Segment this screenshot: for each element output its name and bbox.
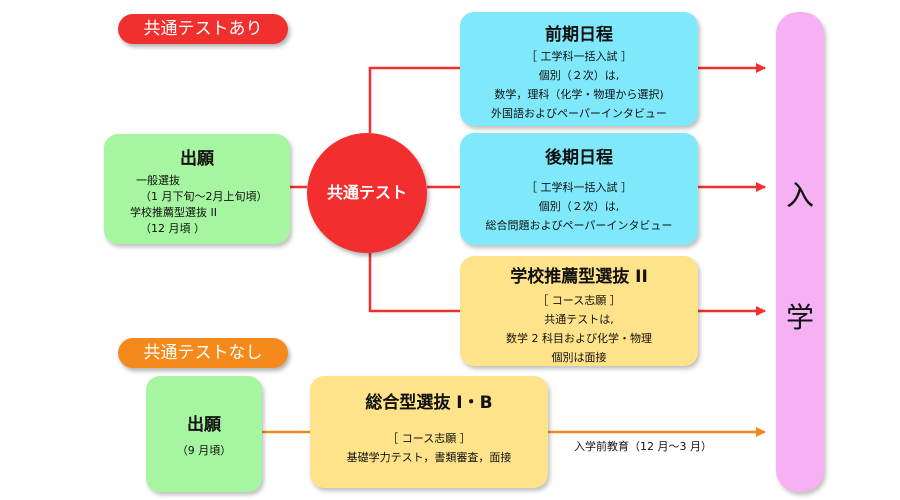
suisen-line: 共通テストは,: [544, 313, 614, 326]
zenki-line: 数学，理科（化学・物理から選択): [494, 88, 664, 101]
apply-node-2-line: （9 月頃）: [176, 444, 232, 457]
without-test-label: 共通テストなし: [118, 338, 288, 368]
apply-node-2: 出願 （9 月頃）: [146, 376, 262, 492]
common-test-node: 共通テスト: [307, 133, 427, 253]
suisen-body: ［ コース志願 ］ 共通テストは, 数学 2 科目および化学・物理 個別は面接: [460, 291, 698, 367]
edge-test-to-suisen: [368, 253, 460, 313]
entry-column: 入 学: [776, 12, 824, 492]
sougou-line: 基礎学力テスト，書類審査，面接: [346, 451, 512, 464]
apply-node-1-line: （12 月頃 ）: [140, 222, 205, 235]
kouki-line: 総合問題およびペーパーインタビュー: [485, 219, 673, 232]
kouki-node: 後期日程 ［ 工学科一括入試 ］ 個別（２次）は, 総合問題およびペーパーインタ…: [460, 133, 698, 245]
suisen-line: ［ コース志願 ］: [537, 294, 621, 307]
entry-char-2: 学: [785, 301, 814, 334]
apply-node-1-title: 出願: [180, 149, 214, 169]
sougou-body: ［ コース志願 ］ 基礎学力テスト，書類審査，面接: [310, 429, 548, 467]
edge-test-to-zenki: [368, 66, 460, 133]
apply-node-1-body: 一般選抜 （1 月下旬〜2月上旬頃） 学校推薦型選抜 II （12 月頃 ）: [104, 173, 290, 237]
suisen-line: 数学 2 科目および化学・物理: [506, 332, 652, 345]
apply-node-1-line: 一般選抜: [136, 174, 180, 187]
kouki-line: ［ 工学科一括入試 ］: [526, 181, 632, 194]
apply-node-1-line: 学校推薦型選抜 II: [130, 206, 217, 219]
suisen-node: 学校推薦型選抜 II ［ コース志願 ］ 共通テストは, 数学 2 科目および化…: [460, 256, 698, 366]
apply-node-1: 出願 一般選抜 （1 月下旬〜2月上旬頃） 学校推薦型選抜 II （12 月頃 …: [104, 134, 290, 244]
sougou-line: ［ コース志願 ］: [387, 432, 471, 445]
entry-char-1: 入: [785, 179, 814, 212]
kouki-line: 個別（２次）は,: [538, 200, 620, 213]
zenki-line: ［ 工学科一括入試 ］: [526, 50, 632, 63]
pre-education-label: 入学前教育（12 月〜3 月）: [574, 440, 712, 453]
zenki-node: 前期日程 ［ 工学科一括入試 ］ 個別（２次）は, 数学，理科（化学・物理から選…: [460, 12, 698, 126]
sougou-node: 総合型選抜 I・B ［ コース志願 ］ 基礎学力テスト，書類審査，面接: [310, 376, 548, 488]
suisen-title: 学校推薦型選抜 II: [510, 267, 648, 287]
kouki-title: 後期日程: [545, 148, 613, 168]
apply-node-1-line: （1 月下旬〜2月上旬頃）: [140, 190, 268, 203]
apply-node-2-title: 出願: [187, 415, 221, 435]
sougou-title: 総合型選抜 I・B: [365, 393, 493, 413]
zenki-line: 外国語およびペーパーインタビュー: [491, 107, 667, 120]
zenki-body: ［ 工学科一括入試 ］ 個別（２次）は, 数学，理科（化学・物理から選択) 外国…: [460, 47, 698, 123]
zenki-line: 個別（２次）は,: [538, 69, 620, 82]
suisen-line: 個別は面接: [551, 351, 607, 364]
with-test-label: 共通テストあり: [118, 14, 288, 44]
kouki-body: ［ 工学科一括入試 ］ 個別（２次）は, 総合問題およびペーパーインタビュー: [460, 178, 698, 235]
zenki-title: 前期日程: [545, 25, 613, 45]
